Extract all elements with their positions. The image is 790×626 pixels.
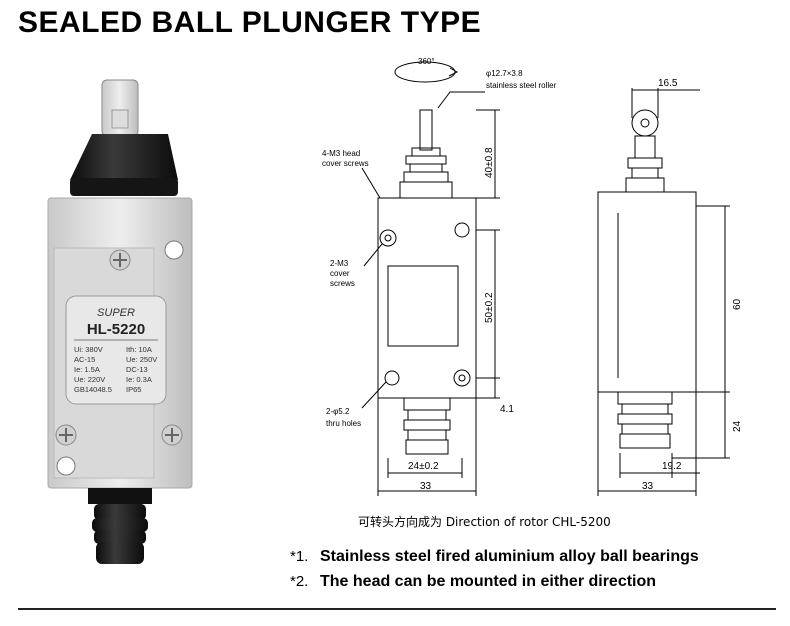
head-screws-label: 4-M3 head — [322, 149, 360, 158]
dim-16-5: 16.5 — [658, 78, 678, 89]
spec-right: Ie: 0.3A — [126, 375, 152, 384]
spec-left: GB14048.5 — [74, 385, 112, 394]
note-text: The head can be mounted in either direct… — [320, 573, 657, 590]
brand-label: SUPER — [97, 307, 135, 319]
spec-right: IP65 — [126, 385, 141, 394]
label-plate — [65, 295, 167, 405]
spec-right: Ith: 10A — [126, 345, 152, 354]
technical-drawing: 360° φ12.7×3.8 stainless steel roller 4-… — [322, 57, 743, 496]
spec-left: Ie: 1.5A — [74, 365, 100, 374]
mount-hole — [454, 222, 470, 238]
roller-label: stainless steel roller — [486, 81, 557, 90]
thru-holes-label: 2-φ5.2 — [326, 407, 350, 416]
mount-hole — [384, 370, 400, 386]
rotation-label: 360° — [418, 57, 435, 66]
spec-left: Ui: 380V — [74, 345, 103, 354]
thru-holes-label: thru holes — [326, 419, 361, 428]
note-item: *1. Stainless steel fired aluminium allo… — [290, 548, 699, 573]
mount-hole — [56, 456, 76, 476]
dim-40: 40±0.8 — [484, 147, 495, 178]
drawing-caption: 可转头方向成为 Direction of rotor CHL-5200 — [358, 515, 611, 529]
rubber-head — [70, 134, 178, 180]
dim-33-side: 33 — [642, 481, 654, 492]
mount-hole — [164, 240, 184, 260]
roller-side — [631, 109, 659, 137]
screw-icon — [379, 229, 397, 247]
dim-24-side: 24 — [732, 420, 743, 432]
cover-screws-label: cover — [330, 269, 350, 278]
note-marker: *1. — [290, 548, 309, 565]
spec-left: AC-15 — [74, 355, 95, 364]
dim-50: 50±0.2 — [484, 292, 495, 323]
note-text: Stainless steel fired aluminium alloy ba… — [320, 548, 699, 565]
front-body — [377, 197, 477, 399]
notes-list: *1. Stainless steel fired aluminium allo… — [290, 548, 699, 598]
spec-right: Ue: 250V — [126, 355, 157, 364]
rotation-arrow-icon — [394, 61, 456, 83]
page-title: SEALED BALL PLUNGER TYPE — [18, 6, 482, 39]
note-marker: *2. — [290, 573, 309, 590]
roller-size: φ12.7×3.8 — [486, 69, 523, 78]
model-label: HL-5220 — [87, 321, 145, 338]
spec-right: DC-13 — [126, 365, 148, 374]
spec-left: Ue: 220V — [74, 375, 105, 384]
cover-screws-label: screws — [330, 279, 355, 288]
dim-60: 60 — [732, 298, 743, 310]
note-item: *2. The head can be mounted in either di… — [290, 573, 699, 598]
side-body — [597, 191, 697, 393]
cover-screws-label: 2-M3 — [330, 259, 349, 268]
head-screws-label: cover screws — [322, 159, 369, 168]
dim-4-1: 4.1 — [500, 404, 514, 415]
screw-icon — [453, 369, 471, 387]
dim-19-2: 19.2 — [662, 461, 682, 472]
product-photo: SUPER HL-5220 Ui: 380V AC-15 Ie: 1.5A Ue… — [47, 79, 193, 564]
dim-33-front: 33 — [420, 481, 432, 492]
footer-divider — [18, 608, 776, 610]
dim-24-front: 24±0.2 — [408, 461, 439, 472]
